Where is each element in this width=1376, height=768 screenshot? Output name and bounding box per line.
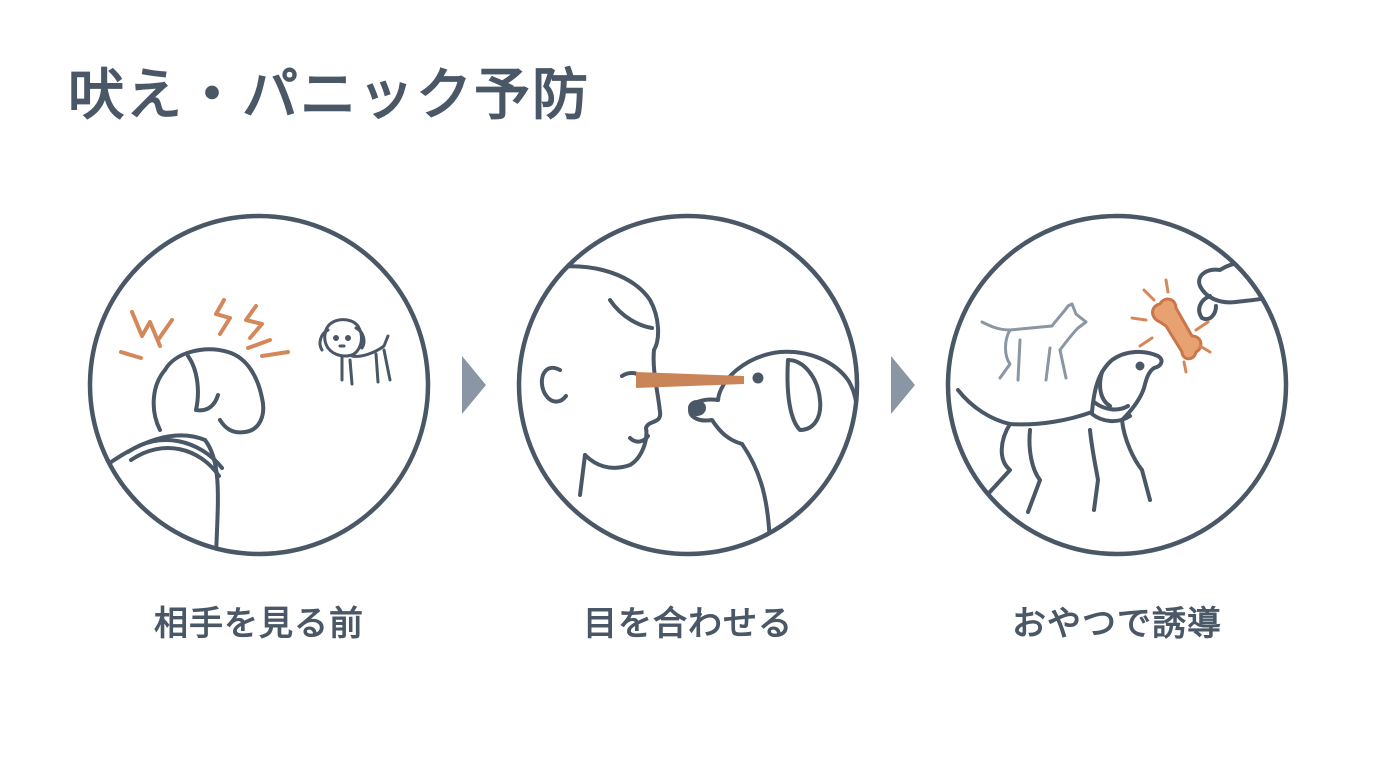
- step-label-1: 相手を見る前: [154, 604, 364, 644]
- stress-spark-icon: [119, 298, 290, 360]
- walking-dog-icon: [956, 349, 1164, 514]
- hand-with-treat-icon: [1197, 259, 1286, 321]
- chevron-right-icon: [462, 356, 486, 414]
- step-1-panel: [87, 213, 431, 557]
- page-title: 吠え・パニック予防: [68, 63, 590, 128]
- chevron-right-icon: [891, 356, 915, 414]
- bone-treat-icon: [1130, 278, 1212, 374]
- owner-face-icon: [538, 264, 663, 497]
- eye-contact-line-icon: [636, 372, 744, 388]
- other-dog-icon: [318, 318, 392, 386]
- step-label-2: 目を合わせる: [583, 604, 793, 644]
- distant-dog-icon: [980, 302, 1088, 382]
- dog-from-behind-icon: [98, 347, 266, 554]
- step-3-panel: [945, 213, 1289, 557]
- step-label-3: おやつで誘導: [1012, 604, 1222, 644]
- step-2-panel: [516, 213, 860, 557]
